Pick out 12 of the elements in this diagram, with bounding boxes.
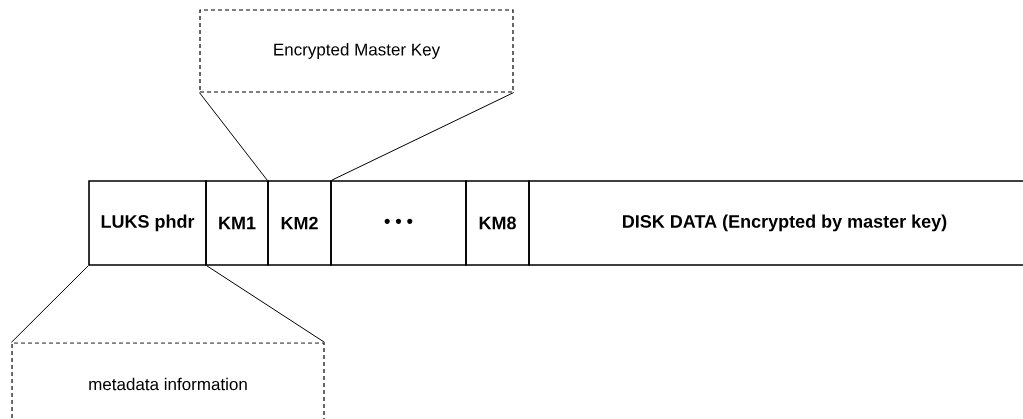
leader-line <box>198 92 268 181</box>
segment-cell: KM8 <box>465 180 530 266</box>
segment-cell: KM1 <box>205 180 269 266</box>
segment-cell: • • • <box>330 180 467 266</box>
segment-cell: LUKS phdr <box>88 180 207 266</box>
callout-box: metadata information <box>11 342 325 419</box>
leader-line <box>10 265 89 343</box>
segment-cell: KM2 <box>267 180 332 266</box>
leader-line <box>331 92 515 181</box>
callout-box: Encrypted Master Key <box>199 9 514 93</box>
leader-line <box>206 265 326 343</box>
segment-cell: DISK DATA (Encrypted by master key) <box>528 180 1023 266</box>
